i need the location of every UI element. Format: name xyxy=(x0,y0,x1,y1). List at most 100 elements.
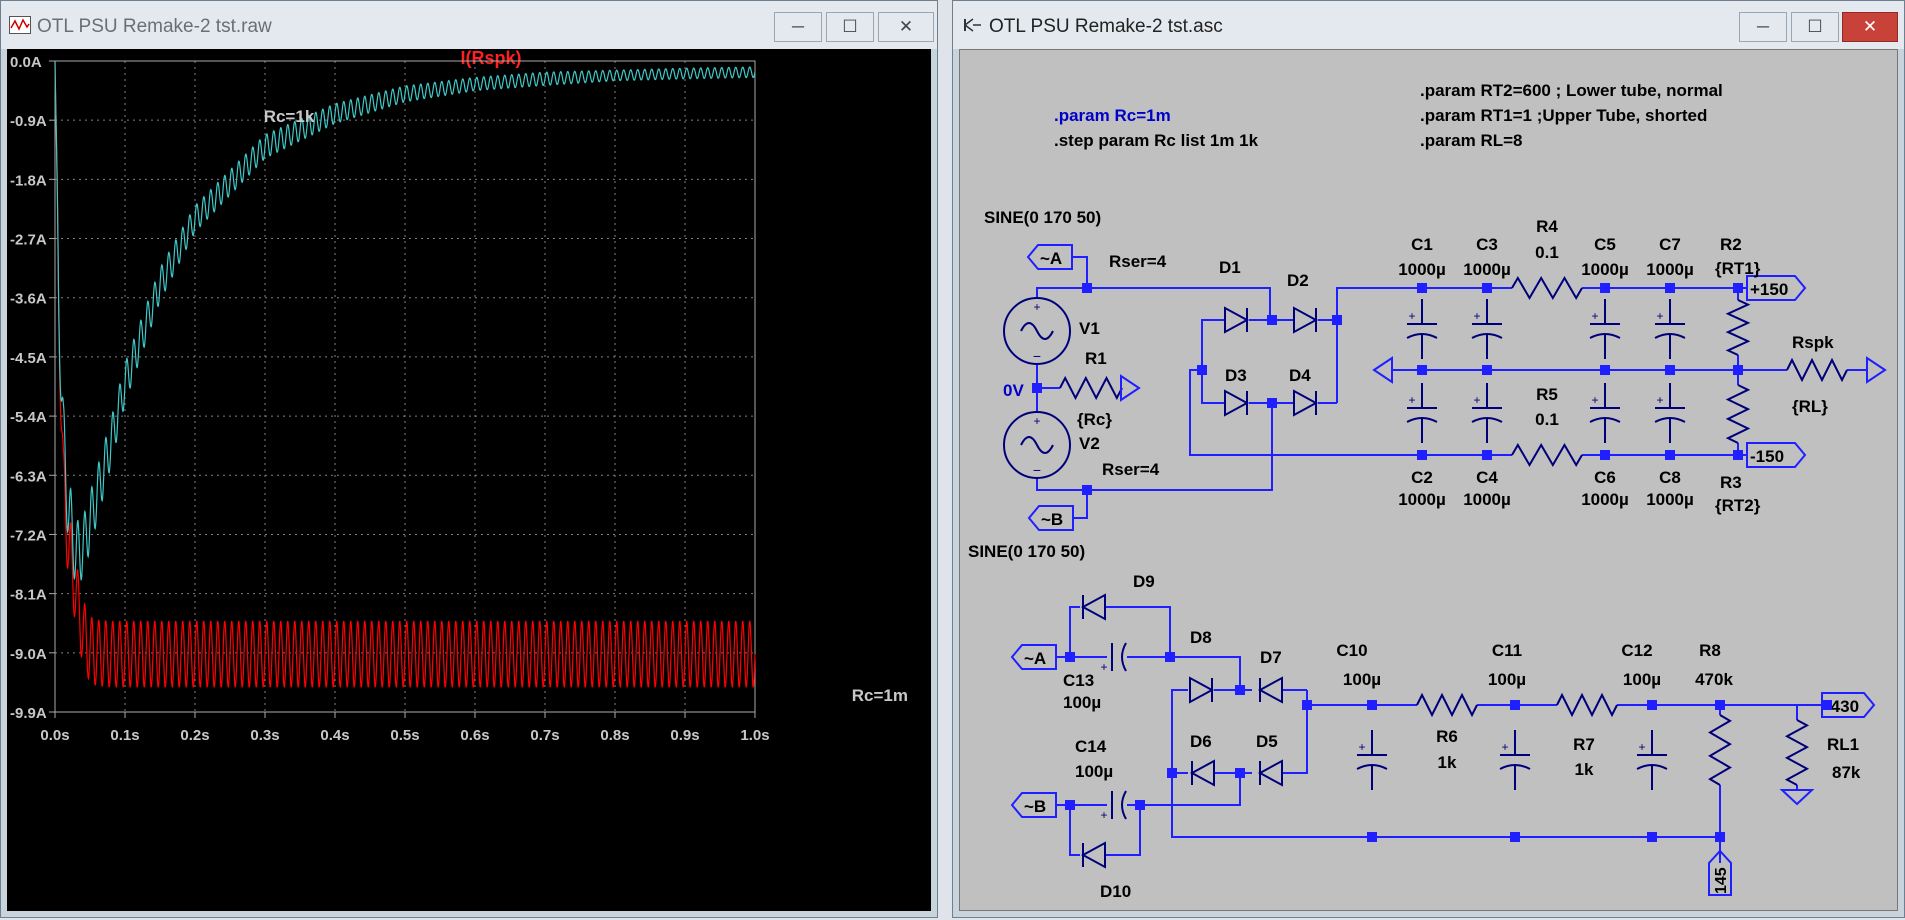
component-label: 100µ xyxy=(1063,693,1101,712)
y-tick-label: -0.9A xyxy=(10,113,47,130)
source-minus-mark: − xyxy=(1033,462,1041,478)
component-label: 1000µ xyxy=(1581,260,1629,279)
wire xyxy=(1087,287,1271,320)
component-label: R7 xyxy=(1573,735,1595,754)
title-bar[interactable]: OTL PSU Remake-2 tst.raw ─ ☐ ✕ xyxy=(1,1,937,49)
close-button[interactable]: ✕ xyxy=(1842,12,1898,42)
component-label: R5 xyxy=(1536,385,1558,404)
y-tick-label: -7.2A xyxy=(10,527,47,544)
component-label: RL1 xyxy=(1827,735,1859,754)
capacitor-plus-mark: + xyxy=(1591,393,1598,407)
net-flag-label: 145 xyxy=(1713,867,1730,894)
trace-title[interactable]: I(Rspk) xyxy=(460,49,521,68)
component-label: 100µ xyxy=(1343,670,1381,689)
junction-dot xyxy=(1600,450,1610,460)
resistor-symbol xyxy=(1786,357,1848,383)
wire xyxy=(1171,689,1188,775)
junction-dot xyxy=(1032,383,1042,393)
component-label: C1 xyxy=(1411,235,1433,254)
component-label: C7 xyxy=(1659,235,1681,254)
wire xyxy=(1105,606,1171,657)
net-flag-label: +150 xyxy=(1750,280,1788,299)
diode-symbol xyxy=(1224,389,1250,417)
component-label: 1k xyxy=(1575,760,1594,779)
component-label: 0.1 xyxy=(1535,410,1559,429)
junction-dot xyxy=(1600,283,1610,293)
junction-dot xyxy=(1665,450,1675,460)
voltage-source-symbol xyxy=(1003,411,1071,479)
component-label: D10 xyxy=(1100,882,1131,901)
junction-dot xyxy=(1267,398,1277,408)
junction-dot xyxy=(1822,700,1832,710)
sine-wave-icon xyxy=(1020,436,1054,454)
component-label: R3 xyxy=(1720,473,1742,492)
minimize-button[interactable]: ─ xyxy=(774,12,822,42)
component-label: SINE(0 170 50) xyxy=(984,208,1101,227)
component-label: C11 xyxy=(1492,641,1522,660)
resistor-symbol xyxy=(1059,375,1123,401)
junction-dot xyxy=(1267,315,1277,325)
component-label: 100µ xyxy=(1488,670,1526,689)
plot-pane[interactable]: I(Rspk) 0.0A-0.9A-1.8A-2.7A-3.6A-4.5A-5.… xyxy=(7,49,931,911)
junction-dot xyxy=(1482,283,1492,293)
schematic-labels: .param Rc=1m.step param Rc list 1m 1k.pa… xyxy=(968,81,1861,901)
junction-dot xyxy=(1367,832,1377,842)
component-label: V2 xyxy=(1079,434,1100,453)
component-label: 1000µ xyxy=(1463,260,1511,279)
y-tick-label: 0.0A xyxy=(10,54,42,71)
capacitor-plus-mark: + xyxy=(1408,393,1415,407)
wire xyxy=(1189,369,1422,456)
wire xyxy=(1201,319,1225,370)
waveform-window: OTL PSU Remake-2 tst.raw ─ ☐ ✕ I(Rspk) 0… xyxy=(0,0,938,918)
net-flag-label: ~A xyxy=(1024,649,1046,668)
schematic-wires xyxy=(1036,256,1867,863)
y-tick-label: -6.3A xyxy=(10,468,47,485)
diode-symbol xyxy=(1189,676,1215,704)
title-bar[interactable]: OTL PSU Remake-2 tst.asc ─ ☐ ✕ xyxy=(953,1,1904,49)
net-flag xyxy=(1708,849,1732,896)
junction-dot xyxy=(1417,450,1427,460)
diode-symbol xyxy=(1224,306,1250,334)
x-tick-label: 0.0s xyxy=(40,727,69,744)
component-label: SINE(0 170 50) xyxy=(968,542,1085,561)
wire xyxy=(1072,256,1088,288)
net-flag xyxy=(1746,442,1807,468)
maximize-button[interactable]: ☐ xyxy=(1791,12,1839,42)
capacitor-plus-mark: + xyxy=(1501,740,1508,754)
component-label: D2 xyxy=(1287,271,1309,290)
close-button[interactable]: ✕ xyxy=(878,12,934,42)
resistor-symbol xyxy=(1708,714,1732,786)
capacitor-plus-mark: + xyxy=(1638,740,1645,754)
maximize-button[interactable]: ☐ xyxy=(826,12,874,42)
component-label: D9 xyxy=(1133,572,1155,591)
component-label: C3 xyxy=(1476,235,1498,254)
capacitor-plus-mark: + xyxy=(1656,393,1663,407)
y-tick-label: -3.6A xyxy=(10,291,47,308)
junction-dot xyxy=(1665,283,1675,293)
capacitor-plus-mark: + xyxy=(1408,309,1415,323)
capacitor-plus-mark: + xyxy=(1100,660,1107,674)
net-flag-label: ~B xyxy=(1041,510,1063,529)
net-flag-label: -430 xyxy=(1825,697,1859,716)
plot-grid xyxy=(54,60,756,713)
component-label: 1k xyxy=(1438,753,1457,772)
wire xyxy=(1073,490,1088,519)
x-tick-label: 0.3s xyxy=(250,727,279,744)
junction-dot xyxy=(1733,450,1743,460)
minimize-button[interactable]: ─ xyxy=(1739,12,1787,42)
wire xyxy=(1105,805,1141,856)
junction-dot xyxy=(1082,283,1092,293)
diode-symbol xyxy=(1257,676,1283,704)
resistor-symbol xyxy=(1416,692,1478,718)
waveform-plot[interactable]: I(Rspk) 0.0A-0.9A-1.8A-2.7A-3.6A-4.5A-5.… xyxy=(7,49,931,911)
schematic-canvas[interactable]: +−+−+++++++++++++ ~A~B+150-150~A~B145-43… xyxy=(960,50,1898,910)
component-label: 470k xyxy=(1695,670,1733,689)
diode-symbol xyxy=(1293,389,1319,417)
capacitor-plus-mark: + xyxy=(1100,808,1107,822)
component-label: C2 xyxy=(1411,468,1433,487)
x-tick-label: 1.0s xyxy=(740,727,769,744)
junction-dot xyxy=(1302,700,1312,710)
net-flag-label: ~A xyxy=(1040,249,1062,268)
junction-dot xyxy=(1417,365,1427,375)
